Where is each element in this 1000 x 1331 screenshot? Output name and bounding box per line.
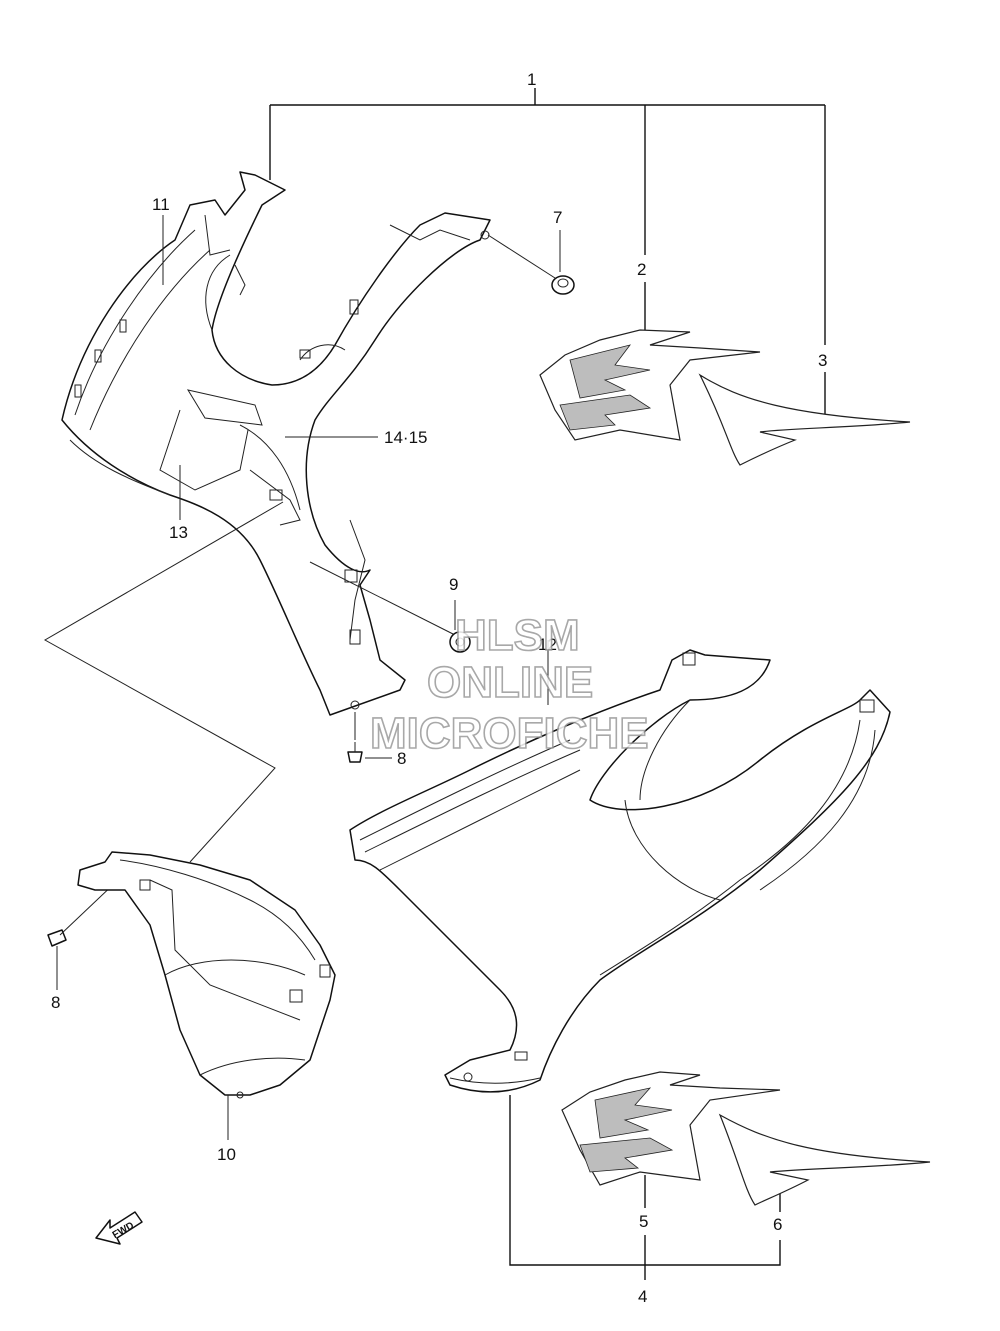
decal-part-2 [539,329,761,441]
watermark-line-3: MICROFICHE [370,709,649,758]
callout-13: 13 [169,523,188,542]
inner-panel-part-10 [77,851,336,1099]
callout-7: 7 [553,208,562,227]
callout-6: 6 [773,1215,782,1234]
leader-lines-upper [43,215,561,863]
decal-part-5 [561,1071,781,1186]
callout-10: 10 [217,1145,236,1164]
callout-11: 11 [152,195,170,214]
callout-8-upper: 8 [397,749,406,768]
side-cowl-part-12 [349,649,891,1093]
callout-8-lower: 8 [51,993,60,1012]
fwd-label: FWD [111,1220,136,1241]
forward-direction-arrow-icon: FWD [95,1211,143,1245]
watermark-line-1: HLSM [455,611,580,660]
watermark-line-2: ONLINE [427,658,593,707]
callout-3: 3 [818,351,827,370]
callout-12: 12 [538,635,557,654]
callout-2: 2 [637,260,646,279]
grommet-part-7 [551,275,575,295]
callout-1: 1 [527,70,536,89]
decal-part-3 [698,373,911,466]
callout-5: 5 [639,1212,648,1231]
inner-cowl-upper-part [61,171,491,716]
screw-part-8-lower [47,879,119,990]
callout-4: 4 [638,1287,647,1306]
screw-part-8-upper [347,742,363,763]
callout-14-15: 14·15 [384,428,427,447]
nut-part-9 [449,631,471,653]
callout-bracket-1 [269,88,826,415]
decal-part-6 [718,1113,931,1206]
callout-9: 9 [449,575,458,594]
